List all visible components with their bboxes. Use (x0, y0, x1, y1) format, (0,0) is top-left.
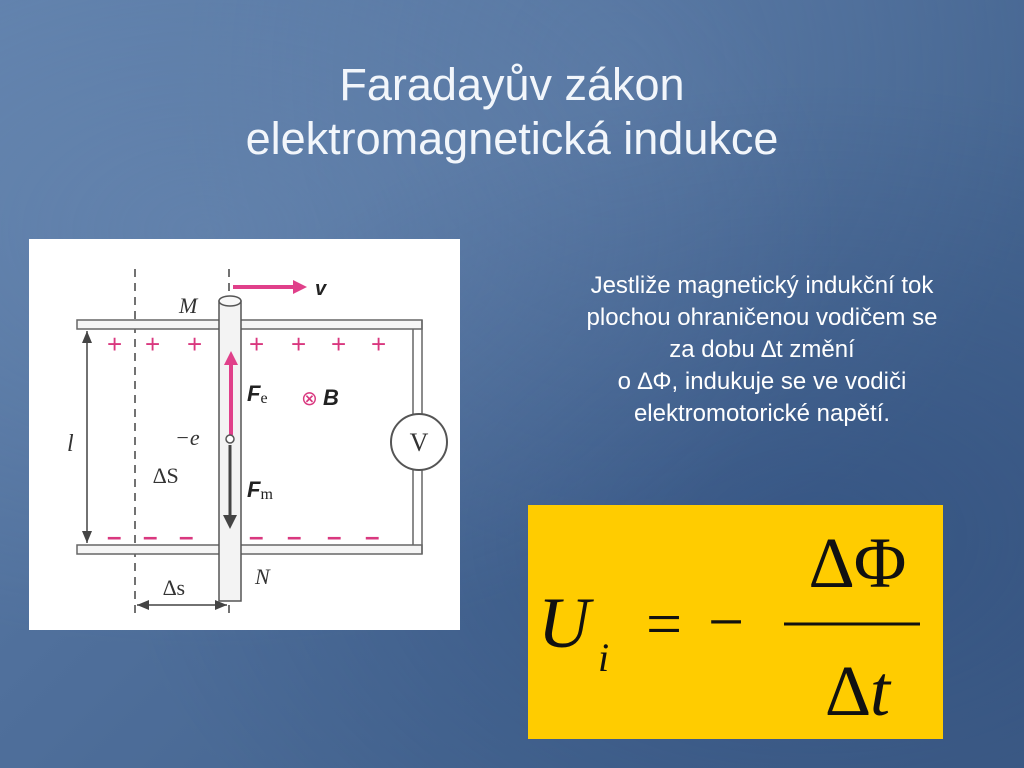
label-Fe-main: F (247, 381, 261, 406)
formula-denominator-delta: ∆ (826, 651, 870, 731)
label-Fe-sub: e (260, 390, 267, 407)
title-line-1: Faradayův zákon (339, 59, 685, 110)
explanation-text: Jestliže magnetický indukční tok plochou… (498, 270, 1024, 430)
minus-sign: – (365, 521, 379, 551)
label-N: N (254, 564, 271, 589)
text-line: za dobu ∆t změní (669, 336, 855, 363)
label-charge: −e (175, 425, 200, 450)
label-M: M (178, 293, 199, 318)
velocity-label: v (315, 278, 328, 300)
displacement-arrowhead-left (137, 600, 149, 610)
plus-sign: + (145, 329, 160, 359)
voltmeter-label: V (410, 428, 429, 457)
plus-sign: + (187, 329, 202, 359)
electron (225, 434, 235, 444)
label-displacement: ∆s (163, 575, 185, 600)
formula-equals: = (646, 588, 682, 659)
minus-sign: – (249, 521, 263, 551)
text-line: plochou ohraničenou vodičem se (586, 304, 938, 331)
rod-top (218, 295, 242, 307)
minus-sign: – (287, 521, 301, 551)
label-Fe: Fe (247, 381, 268, 407)
plus-sign: + (107, 329, 122, 359)
induction-diagram: V v M N + + + + + + + – (29, 239, 460, 630)
label-area: ∆S (153, 463, 179, 488)
velocity-arrowhead (293, 280, 307, 294)
plus-sign: + (331, 329, 346, 359)
plus-sign: + (291, 329, 306, 359)
label-Fm: Fm (247, 477, 273, 503)
text-line: Jestliže magnetický indukční tok (590, 272, 934, 299)
formula-denominator: ∆t (826, 651, 892, 731)
plus-sign: + (249, 329, 264, 359)
minus-sign: – (327, 521, 341, 551)
label-length: l (67, 431, 74, 457)
length-arrowhead-bottom (82, 531, 92, 543)
text-line: elektromotorické napětí. (633, 400, 891, 427)
minus-sign: – (179, 521, 193, 551)
magnetic-force-arrowhead (223, 515, 237, 529)
formula-svg: U i = − ∆Φ ∆t (538, 523, 920, 731)
text-line: o ∆Φ, indukuje se ve vodiči (617, 368, 907, 395)
diagram-svg: V v M N + + + + + + + – (67, 269, 448, 614)
rail-top (76, 319, 423, 330)
magnetic-field-into-page-icon: ⊗ (301, 386, 318, 410)
minus-sign: – (143, 521, 157, 551)
formula-lhs: U (538, 583, 594, 663)
displacement-arrowhead-right (215, 600, 227, 610)
faraday-formula-box: U i = − ∆Φ ∆t (528, 505, 943, 739)
negative-charges: – – – – – – – (107, 521, 379, 551)
voltmeter (390, 413, 448, 471)
label-Fm-sub: m (260, 486, 273, 503)
plus-sign: + (371, 329, 386, 359)
title-line-2: elektromagnetická indukce (245, 113, 779, 164)
length-arrowhead-top (82, 331, 92, 343)
label-Fm-main: F (247, 477, 261, 502)
label-B: B (323, 385, 339, 410)
slide-title: Faradayův zákon elektromagnetická indukc… (0, 58, 1024, 166)
formula-denominator-var: t (870, 651, 892, 731)
formula-numerator: ∆Φ (810, 523, 907, 603)
formula-lhs-subscript: i (598, 635, 609, 680)
minus-sign: – (107, 521, 121, 551)
positive-charges: + + + + + + + (107, 329, 386, 359)
formula-minus: − (708, 586, 744, 657)
electric-force-arrowhead (224, 351, 238, 365)
